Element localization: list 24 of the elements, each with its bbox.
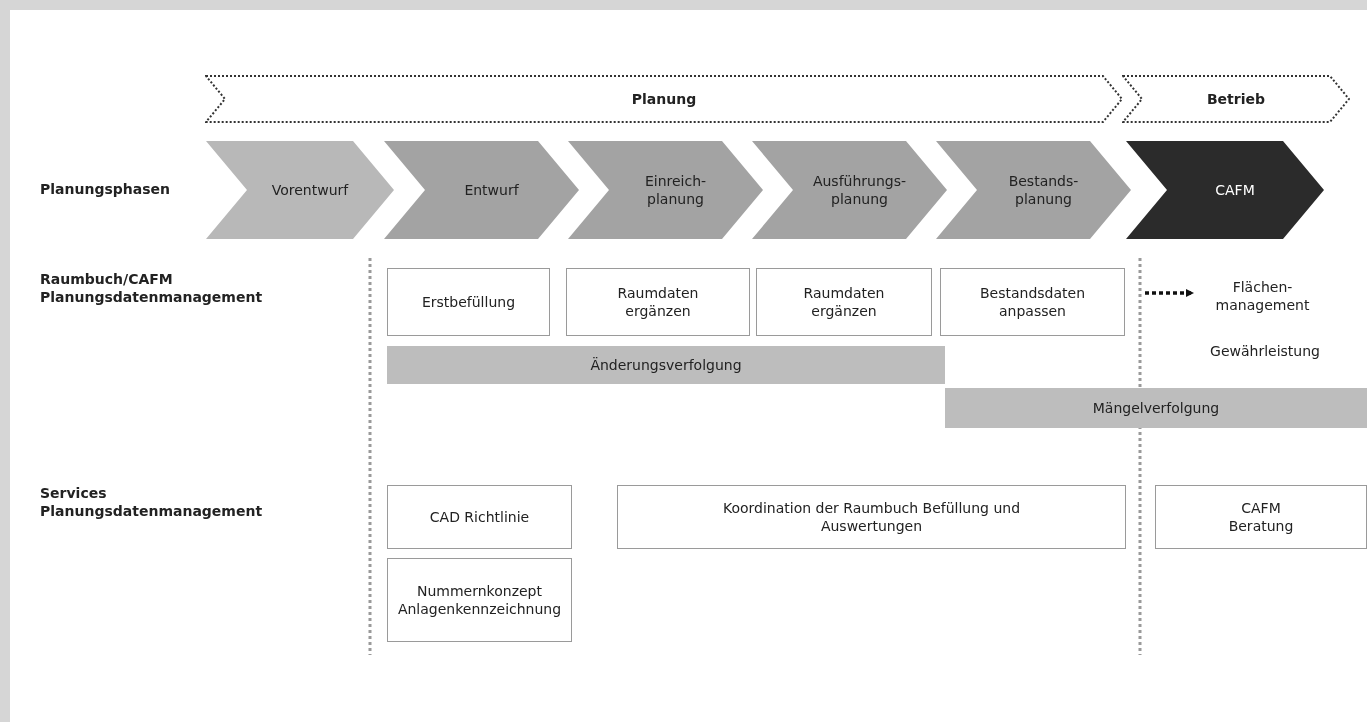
phase-label: CAFM [1214,181,1255,199]
task-box: Nummernkonzept Anlagenkennzeichnung [387,558,572,642]
task-box: Erstbefüllung [387,268,550,336]
task-box: CAFM Beratung [1155,485,1367,549]
timeline-bar: Mängelverfolgung [945,388,1367,428]
row-heading: Planungsphasen [40,180,171,198]
task-box: Raumdaten ergänzen [756,268,932,336]
band-label: Betrieb [1206,90,1266,108]
task-box: Raumdaten ergänzen [566,268,750,336]
task-box: Bestandsdaten anpassen [940,268,1125,336]
task-box: Koordination der Raumbuch Befüllung und Auswertungen [617,485,1126,549]
task-label: Gewährleistung [1209,342,1321,360]
phase-label: Einreich- planung [643,172,708,208]
phase-label: Bestands- planung [1007,172,1080,208]
timeline-bar: Änderungsverfolgung [387,346,945,384]
task-label: Flächen- management [1195,270,1330,322]
dotted-arrow [1145,289,1194,297]
row-heading: Raumbuch/CAFM Planungsdatenmanagement [40,270,264,306]
phase-label: Entwurf [463,181,519,199]
row-heading: Services Planungsdatenmanagement [40,484,264,520]
band-label: Planung [631,90,697,108]
phase-label: Vorentwurf [270,181,349,199]
task-box: CAD Richtlinie [387,485,572,549]
phase-label: Ausführungs- planung [811,172,908,208]
